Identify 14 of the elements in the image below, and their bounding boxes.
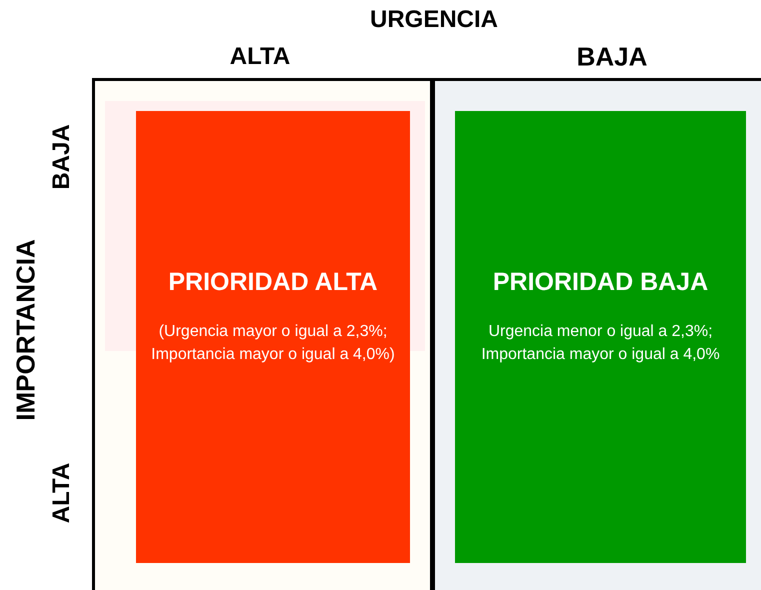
card-heading: PRIORIDAD BAJA: [492, 268, 710, 298]
row-header: ALTA: [48, 462, 76, 524]
row-header: BAJA: [48, 124, 76, 190]
column-header: BAJA: [576, 42, 648, 72]
card-description: (Urgencia mayor o igual a 2,3%; Importancia mayor o igual a 4,0%): [150, 322, 396, 364]
axis-title: URGENCIA: [370, 6, 498, 34]
priority-card: [455, 111, 746, 563]
quadrant-cell: [92, 78, 433, 590]
quadrant-cell: [432, 78, 761, 590]
card-description: Urgencia menor o igual a 2,3%; Importancia mayor o igual a 4,0%: [480, 322, 721, 364]
priority-card: [136, 111, 410, 563]
axis-title: IMPORTANCIA: [10, 239, 42, 421]
card-heading: PRIORIDAD ALTA: [167, 268, 379, 298]
column-header: ALTA: [230, 43, 290, 71]
